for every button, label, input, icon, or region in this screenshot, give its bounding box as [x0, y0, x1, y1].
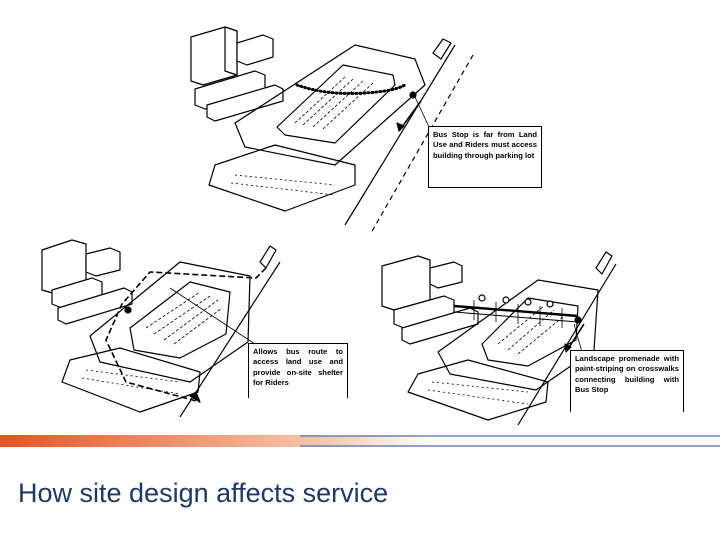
site-diagram-top	[185, 15, 485, 235]
callout-text-top: Bus Stop is far from Land Use and Riders…	[433, 130, 537, 160]
bus-icon	[432, 38, 452, 60]
site-diagram-bottom-left	[30, 232, 350, 417]
parking-lot-upper	[129, 281, 231, 359]
bus-icon	[595, 251, 613, 275]
parking-lot-upper	[276, 64, 396, 144]
parking-lot-lower	[407, 359, 549, 421]
bus-icon	[259, 245, 277, 269]
walking-path	[295, 83, 407, 95]
building-cluster	[190, 26, 284, 122]
bus-stop-marker	[124, 306, 132, 314]
site-plan-far-stop	[190, 26, 474, 234]
site-plan-promenade	[381, 251, 617, 425]
parking-lot-lower	[208, 144, 356, 212]
site-diagram-bottom-right	[378, 240, 698, 425]
bus-route-loop	[105, 267, 267, 403]
route-arrow	[189, 391, 201, 403]
callout-text-right: Landscape promenade with paint-striping …	[575, 354, 679, 395]
street	[344, 44, 474, 234]
parking-lot-upper	[481, 297, 579, 367]
street	[179, 261, 281, 417]
page-title: How site design affects service	[18, 478, 389, 508]
building-cluster	[381, 255, 479, 345]
parking-lot-lower	[61, 347, 201, 413]
site-boundary	[234, 44, 426, 166]
site-plan-onsite-stop	[41, 239, 281, 417]
callout-text-left: Allows bus route to access land use and …	[253, 347, 343, 388]
callout-promenade: Landscape promenade with paint-striping …	[570, 350, 684, 412]
title-divider-bar	[0, 435, 720, 447]
bus-stop-marker	[574, 316, 582, 324]
building-cluster	[41, 239, 133, 325]
bus-stop-marker	[409, 91, 417, 99]
callout-bus-stop-far: Bus Stop is far from Land Use and Riders…	[428, 126, 542, 188]
callout-onsite-shelter: Allows bus route to access land use and …	[248, 343, 348, 398]
landscape-promenade	[453, 294, 579, 328]
site-boundary	[89, 261, 251, 383]
